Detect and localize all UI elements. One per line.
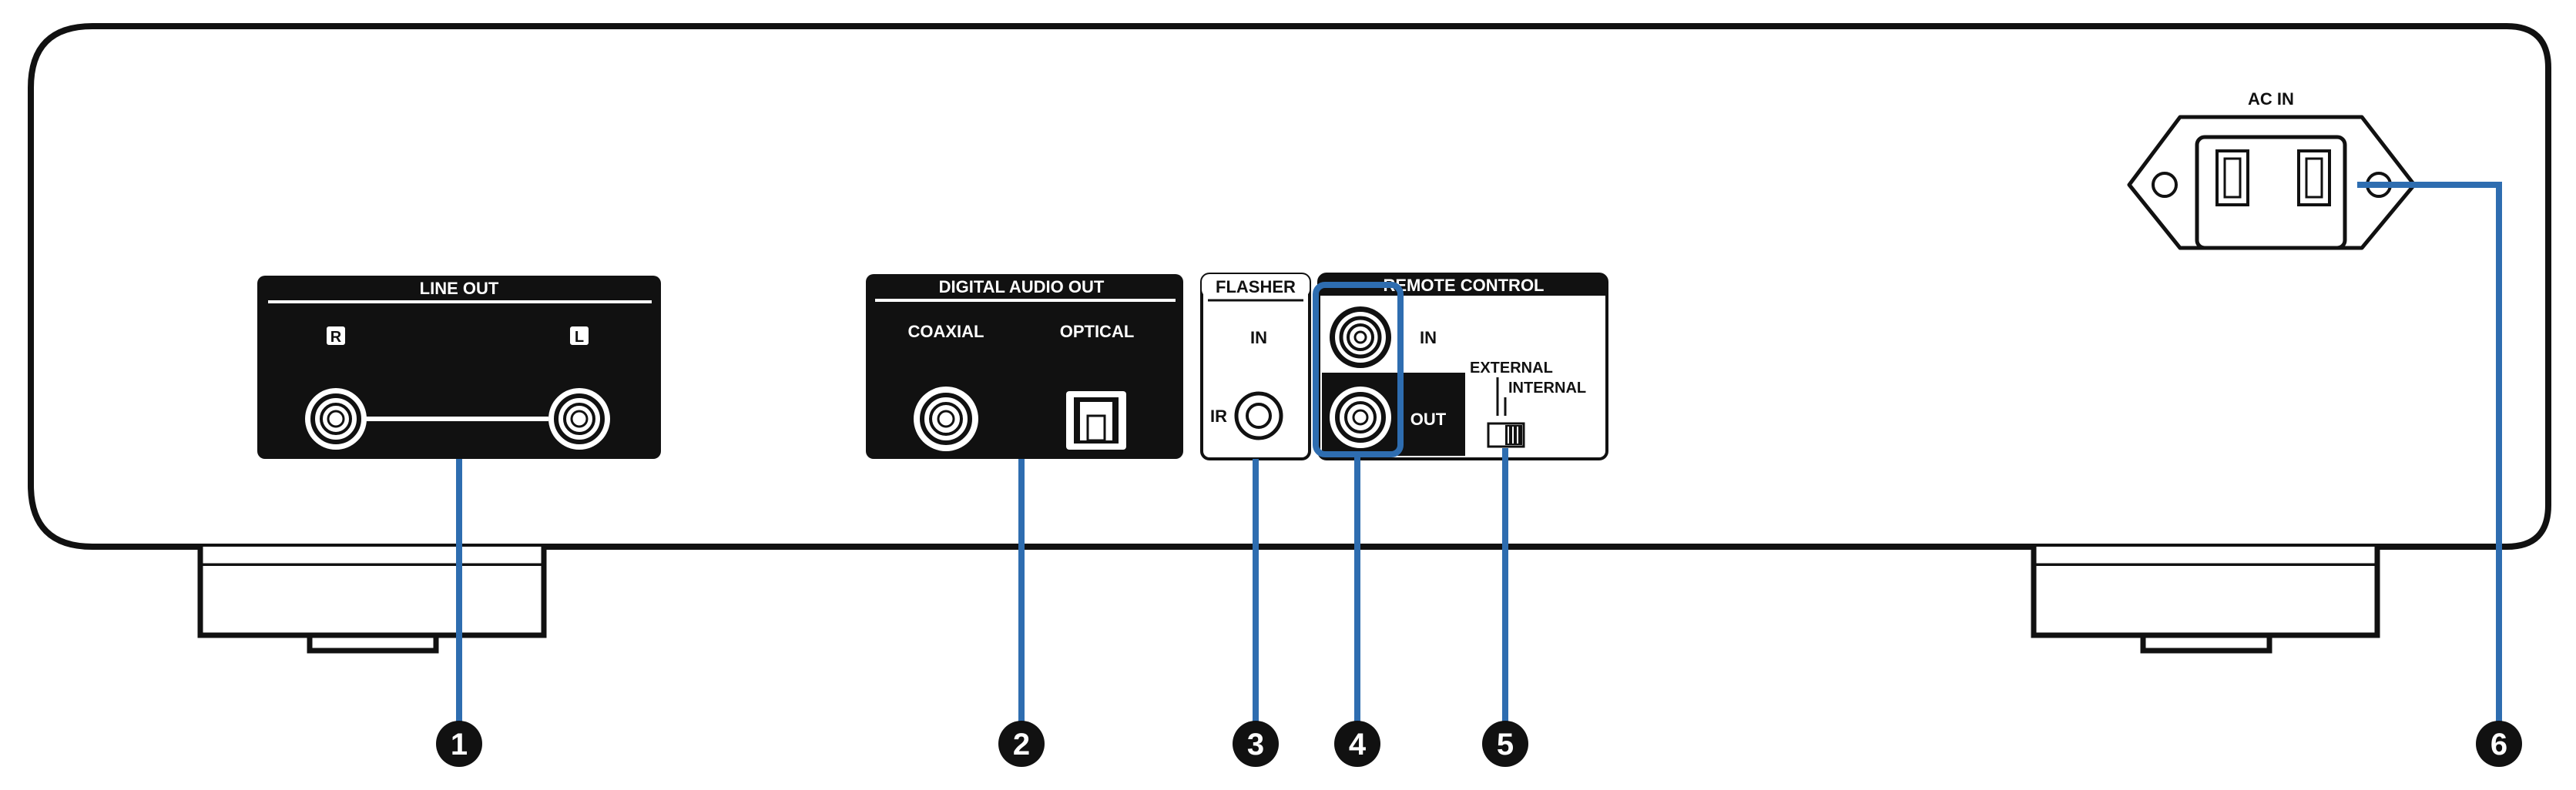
coaxial-jack <box>914 387 978 451</box>
callout-line-6 <box>2357 182 2502 722</box>
remote-in-jack <box>1330 306 1391 368</box>
external-internal-switch[interactable] <box>1487 422 1525 448</box>
callout-badge-4: 4 <box>1334 721 1380 767</box>
ir-jack <box>1234 391 1283 440</box>
line-out-r-jack <box>305 388 367 450</box>
remote-control-title: REMOTE CONTROL <box>1384 276 1545 295</box>
remote-in-label: IN <box>1420 328 1437 347</box>
line-out-panel: LINE OUT R L <box>257 276 661 459</box>
callout-badge-2: 2 <box>998 721 1045 767</box>
callout-badge-3: 3 <box>1233 721 1279 767</box>
callout-lines <box>456 182 2502 722</box>
remote-out-jack <box>1330 387 1391 448</box>
flasher-title: FLASHER <box>1216 277 1296 296</box>
right-foot <box>2031 547 2380 654</box>
svg-text:3: 3 <box>1247 728 1264 762</box>
switch-external-label: EXTERNAL <box>1470 360 1553 377</box>
callout-badge-6: 6 <box>2476 721 2522 767</box>
optical-label: OPTICAL <box>1060 322 1135 341</box>
flasher-ir-label: IR <box>1210 407 1227 426</box>
flasher-panel: FLASHER IN IR <box>1200 273 1311 460</box>
optical-jack <box>1066 391 1126 450</box>
flasher-in-label: IN <box>1250 328 1267 347</box>
ac-in-title: AC IN <box>2248 89 2294 109</box>
svg-text:6: 6 <box>2490 728 2507 762</box>
callout-badge-1: 1 <box>436 721 482 767</box>
callout-badge-5: 5 <box>1482 721 1528 767</box>
digital-audio-out-title: DIGITAL AUDIO OUT <box>939 277 1105 296</box>
line-out-l-label: L <box>575 329 584 346</box>
svg-text:1: 1 <box>451 728 468 762</box>
switch-internal-label: INTERNAL <box>1508 380 1586 397</box>
coaxial-label: COAXIAL <box>908 322 984 341</box>
line-out-title: LINE OUT <box>420 279 499 298</box>
remote-out-label: OUT <box>1410 410 1447 429</box>
digital-audio-out-panel: DIGITAL AUDIO OUT COAXIAL OPTICAL <box>866 274 1183 459</box>
ac-in-inlet: AC IN <box>2127 89 2417 250</box>
svg-text:2: 2 <box>1013 728 1030 762</box>
svg-text:5: 5 <box>1497 728 1514 762</box>
remote-control-panel: REMOTE CONTROL IN OUT EXTERNAL INTERNAL <box>1317 273 1608 460</box>
line-out-r-label: R <box>330 329 342 346</box>
left-foot <box>197 547 547 654</box>
svg-text:4: 4 <box>1349 728 1367 762</box>
line-out-l-jack <box>548 388 610 450</box>
